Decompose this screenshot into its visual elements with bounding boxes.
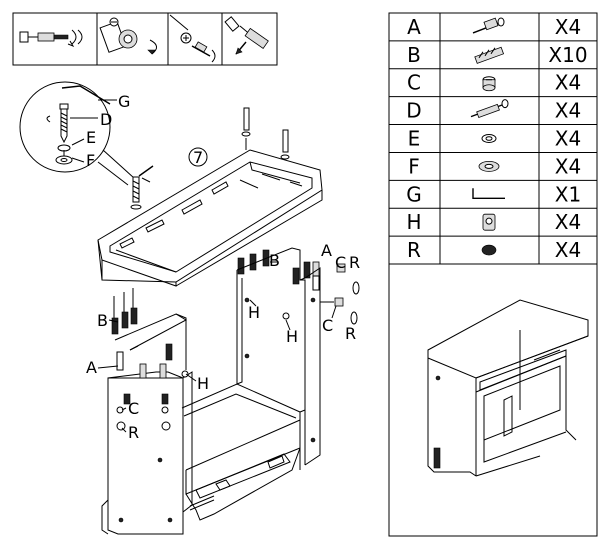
finished-cabinet-sketch [427,299,589,477]
callout-h-right: H [286,327,298,346]
callout-h-left: H [197,374,209,393]
lock-washer-icon [481,134,497,143]
bottom-and-base [181,383,301,521]
top-screw-set-left [130,165,154,210]
callout-c-right: C [335,253,346,272]
panel-number: 7 [193,148,203,167]
exploded-assembly: G D E F 7 A C R B H H C R B A H C R [19,81,360,535]
part-quantity: X4 [555,71,581,95]
cam-bolt-right [312,261,360,325]
callout-c-left: C [128,399,139,418]
parts-row: E X4 [389,124,597,151]
parts-row: F X4 [389,151,597,178]
callout-c-right2: C [322,316,333,335]
parts-table [388,12,598,537]
part-letter: E [408,127,421,151]
detail-magnifier [19,81,135,186]
parts-row: R X4 [389,235,597,262]
parts-row: C X4 [389,68,597,95]
callout-g: G [118,92,130,111]
cam-lock-turn-icon [99,17,157,55]
cam-bolt-icon [472,17,505,34]
cam-lock-icon [482,76,496,92]
part-quantity: X4 [555,238,581,262]
top-panel [97,149,323,287]
parts-row: G X1 [389,179,597,206]
callout-b-left: B [97,311,108,330]
part-quantity: X4 [555,154,581,178]
left-side-panel [101,345,193,535]
callout-labels: G D E F 7 A C R B H H C R B A H C R [86,92,360,442]
part-quantity: X4 [555,210,581,234]
part-quantity: X1 [555,182,581,206]
callout-b-mid: B [269,251,280,270]
parts-row: D X4 [389,96,597,123]
right-side-panel [236,247,321,470]
callout-a-left: A [86,358,97,377]
part-quantity: X4 [555,15,581,39]
callout-d: D [100,110,112,129]
cover-cap-icon [481,244,497,256]
parts-row: H X4 [389,207,597,234]
parts-row: A X4 [407,15,581,39]
callout-f: F [86,151,95,170]
barrel-nut-icon [482,213,496,231]
part-letter: G [406,182,422,206]
part-letter: C [407,71,421,95]
part-letter: A [407,15,421,39]
dowel-insert-icon [224,16,269,55]
callout-r-right: R [349,253,360,272]
screwdriver-turn-icon [169,14,216,63]
cam-bolt-insert-icon [19,29,83,48]
part-quantity: X10 [548,43,587,67]
left-support [114,313,189,378]
part-letter: F [408,154,420,178]
allen-key-icon [472,188,505,199]
panel-number-circle [188,147,208,167]
part-quantity: X4 [555,99,581,123]
part-letter: D [406,99,421,123]
flat-washer-icon [478,160,500,172]
part-letter: H [406,210,421,234]
long-screw-icon [59,103,69,144]
part-letter: R [407,238,421,262]
wood-dowel-icon [474,46,505,64]
callout-e: E [86,128,96,147]
parts-row: B X10 [389,40,597,67]
callout-r-right2: R [345,324,356,343]
part-letter: B [407,43,421,67]
part-quantity: X4 [555,127,581,151]
long-screw-icon [470,99,509,119]
instruction-strip [12,12,278,66]
callout-h-mid: H [248,303,260,322]
callout-r-left: R [128,423,139,442]
callout-a-right: A [321,241,332,260]
allen-key-icon [61,85,111,105]
